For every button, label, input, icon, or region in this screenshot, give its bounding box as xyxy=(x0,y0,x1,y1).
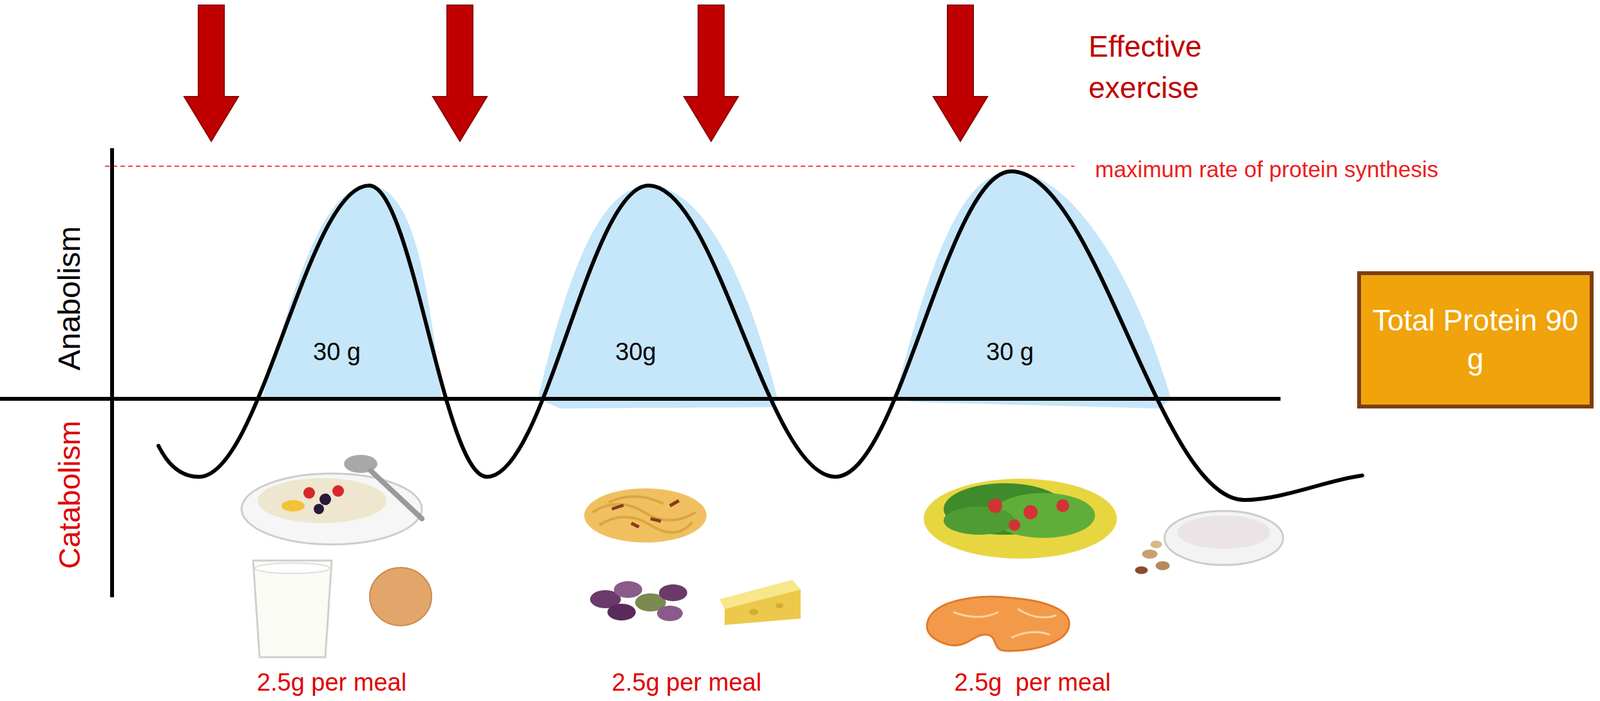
protein-area-shape xyxy=(262,185,451,413)
berry xyxy=(303,486,315,499)
salad-plate xyxy=(923,478,1117,559)
bean xyxy=(657,605,683,621)
berry xyxy=(313,503,324,515)
bean xyxy=(607,603,636,621)
bean xyxy=(658,584,688,601)
tomato xyxy=(1023,504,1038,520)
plate xyxy=(241,473,422,545)
total-text: Total Protein 90 g xyxy=(1371,301,1580,379)
protein-area: 30 g xyxy=(254,180,455,413)
cheese-side xyxy=(724,589,801,625)
protein-area: 30g xyxy=(534,180,783,413)
protein-area: 30 g xyxy=(888,166,1176,413)
down-arrow xyxy=(684,5,739,142)
exercise-arrows xyxy=(184,5,988,142)
cheese-hole xyxy=(749,608,759,616)
protein-area-shape xyxy=(537,185,778,409)
nut xyxy=(1134,566,1148,574)
yogurt-bowl xyxy=(1164,510,1284,565)
down-arrow xyxy=(933,5,988,142)
protein-amount: 30 g xyxy=(986,338,1034,366)
bean xyxy=(613,580,643,598)
salmon-lines xyxy=(953,608,1057,638)
protein-area-shape xyxy=(894,171,1172,409)
max-rate-line xyxy=(104,165,1075,167)
yogurt xyxy=(1177,515,1271,549)
berry xyxy=(319,493,332,505)
vertical-axis xyxy=(110,148,115,598)
protein-balance-curve xyxy=(158,171,1363,500)
pasta-bits xyxy=(611,500,679,527)
tomato xyxy=(988,498,1003,513)
axis-label: Anabolism xyxy=(52,226,87,371)
protein-area-fill xyxy=(534,180,783,413)
down-arrow xyxy=(184,5,239,142)
pasta xyxy=(584,488,707,543)
dinner-food xyxy=(923,478,1284,651)
spoon-handle xyxy=(370,470,422,519)
protein-area-fill xyxy=(254,180,455,413)
protein-amount: 30g xyxy=(615,338,656,366)
down-arrow xyxy=(432,5,487,142)
fruit xyxy=(281,499,305,512)
annotation-label: 2.5g per meal xyxy=(257,669,407,697)
berry xyxy=(332,485,344,497)
oatmeal xyxy=(257,477,387,524)
greens xyxy=(943,506,1015,535)
axis-label: Catabolism xyxy=(53,420,87,569)
pasta-strands xyxy=(592,495,696,533)
protein-area-fill xyxy=(888,166,1176,413)
lunch-food xyxy=(584,488,801,625)
total-box: Total Protein 90 g xyxy=(1357,271,1594,409)
tomato xyxy=(1008,519,1021,531)
egg xyxy=(369,567,432,626)
nut xyxy=(1155,561,1170,571)
cheese-hole xyxy=(775,602,784,609)
protein-amount: 30 g xyxy=(313,338,361,366)
annotation-label: 2.5g per meal xyxy=(954,669,1112,697)
horizontal-axis xyxy=(0,396,1281,401)
milk-glass xyxy=(253,560,332,658)
breakfast-food xyxy=(241,454,432,658)
annotation-label: Effective exercise xyxy=(1088,25,1257,109)
tomato xyxy=(1056,499,1070,513)
milk-top xyxy=(255,562,330,574)
salmon xyxy=(926,596,1070,651)
annotation-label: 2.5g per meal xyxy=(611,669,762,697)
annotation-label: maximum rate of protein synthesis xyxy=(1095,157,1439,183)
nut xyxy=(1150,540,1162,549)
nut xyxy=(1142,549,1158,559)
